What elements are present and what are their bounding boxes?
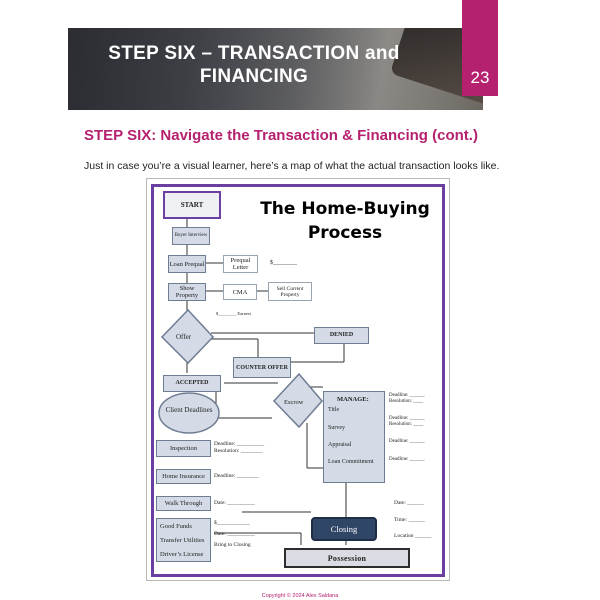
bring-items-box: Good Funds Transfer Utilities Driver’s L…	[156, 518, 211, 562]
page-number: 23	[470, 68, 490, 87]
cma-box: CMA	[223, 284, 257, 300]
closing-location: Location ______	[394, 533, 432, 539]
inspection-box: Inspection	[156, 440, 211, 457]
banner-shade	[68, 28, 483, 110]
inspection-deadline: Deadline: __________ Resolution: _______…	[214, 441, 265, 454]
home-insurance-deadline: Deadline: ________	[214, 473, 259, 479]
denied-box: DENIED	[314, 327, 369, 344]
title-deadline: Deadline: ______ Resolution: ____	[389, 393, 425, 404]
good-funds-amount: $____________	[214, 520, 250, 526]
start-box: START	[163, 191, 221, 219]
banner-title: STEP SIX – TRANSACTION and FINANCING	[108, 43, 400, 87]
drivers-license-label: Driver’s License	[160, 550, 204, 558]
copyright-footer: Copyright © 2024 Alex Saldana	[261, 593, 339, 599]
header-banner: STEP SIX – TRANSACTION and FINANCING	[68, 28, 483, 110]
client-deadlines-oval: Client Deadlines	[165, 406, 213, 414]
manage-item-loan-commitment: Loan Commitment	[328, 459, 374, 465]
closing-time: Time: ______	[394, 517, 425, 523]
accepted-box: ACCEPTED	[163, 375, 221, 392]
escrow-diamond: Escrow	[284, 399, 304, 406]
intro-text: Just in case you’re a visual learner, he…	[84, 160, 500, 172]
possession-box: Possession	[284, 548, 410, 568]
appraisal-deadline: Deadline: ______	[389, 439, 425, 444]
manage-box: MANAGE: Title Survey Appraisal Loan Comm…	[323, 391, 385, 483]
manage-item-survey: Survey	[328, 425, 345, 431]
loan-commitment-deadline: Deadline: ______	[389, 457, 425, 462]
prequal-amount-blank: $________	[270, 260, 297, 266]
flowchart-title: The Home-Buying Process	[260, 199, 430, 243]
flowchart-connectors	[158, 217, 347, 545]
closing-box: Closing	[311, 517, 377, 541]
loan-prequal-box: Loan Prequal	[168, 255, 206, 273]
page-number-tab	[462, 0, 498, 96]
show-property-box: Show Property	[168, 283, 206, 301]
transfer-utilities-label: Transfer Utilities	[160, 536, 205, 544]
earnest-money-blank: $________ Earnest	[216, 311, 251, 316]
good-funds-label: Good Funds	[160, 522, 192, 530]
manage-item-title: Title	[328, 407, 340, 413]
walk-through-box: Walk Through	[156, 496, 211, 511]
transfer-date: Date: __________	[214, 531, 255, 537]
bring-to-closing-label: Bring to Closing	[214, 542, 251, 548]
walk-through-date: Date: __________	[214, 500, 255, 506]
offer-diamond: Offer	[176, 333, 192, 341]
flowchart-frame: START The Home-Buying Process Buyer Inte…	[146, 178, 450, 581]
manage-item-appraisal: Appraisal	[328, 442, 352, 448]
sell-current-property-box: Sell Current Property	[268, 282, 312, 301]
counter-offer-box: COUNTER OFFER	[233, 357, 291, 378]
manage-title: MANAGE:	[337, 396, 369, 403]
buyer-interview-box: Buyer Interview	[172, 227, 210, 245]
prequal-letter-box: Prequal Letter	[223, 255, 258, 273]
section-heading: STEP SIX: Navigate the Transaction & Fin…	[84, 127, 478, 144]
home-insurance-box: Home Insurance	[156, 469, 211, 484]
closing-date: Date: ______	[394, 500, 424, 506]
survey-deadline: Deadline: ______ Resolution: ____	[389, 416, 425, 427]
flowchart: START The Home-Buying Process Buyer Inte…	[151, 184, 445, 577]
